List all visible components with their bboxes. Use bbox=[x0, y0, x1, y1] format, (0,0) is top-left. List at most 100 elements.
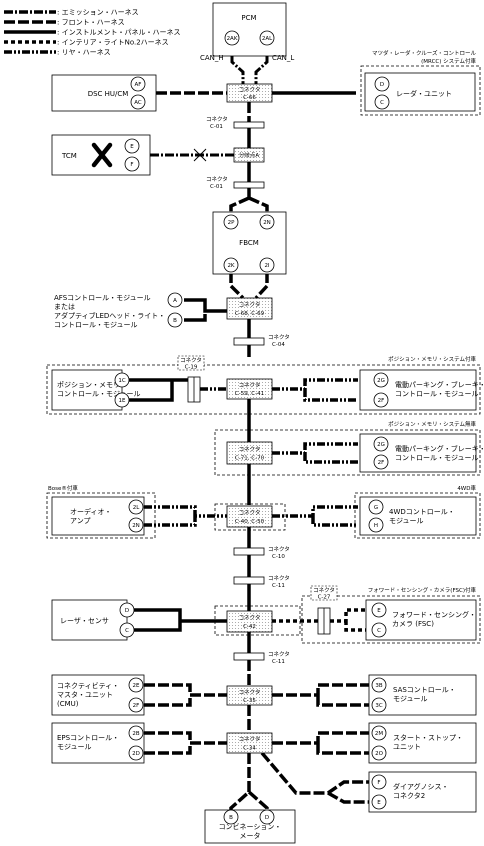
wire-c34-diag bbox=[260, 751, 369, 804]
radar-pin-d-label: D bbox=[380, 82, 384, 88]
c27-bottom: C-27 bbox=[318, 595, 331, 601]
inline-connector-c04: コネクタ C-04 bbox=[233, 333, 290, 348]
legend-label-emission: : エミッション・ハーネス bbox=[57, 9, 139, 17]
wire-posmem-c19b bbox=[122, 380, 174, 402]
tcm-pin-f bbox=[124, 156, 140, 172]
bose-option-frame bbox=[46, 492, 156, 539]
legend-label-instrument: : インストルメント・パネル・ハーネス bbox=[57, 29, 180, 37]
afs-pin-a-label: A bbox=[173, 298, 177, 304]
joint-c35-bottom: C-35 bbox=[243, 698, 256, 704]
can-l-label: CAN_L bbox=[272, 54, 294, 62]
pos-mem-pin-1e-label: 1E bbox=[119, 398, 126, 404]
eps-pin-2d-label: 2D bbox=[132, 751, 140, 757]
start-stop-line-1: スタート・ストップ・ bbox=[393, 733, 463, 742]
wire-c01-fbcm bbox=[229, 188, 269, 215]
combi-line-2: メータ bbox=[240, 831, 261, 840]
radar-caption-1: マツダ・レーダ・クルーズ・コントロール bbox=[372, 49, 477, 57]
pos-mem-pin-1c bbox=[114, 372, 130, 388]
fbcm-label: FBCM bbox=[239, 239, 259, 247]
c19-bottom: C-19 bbox=[185, 365, 198, 371]
inline-connector-c01-lower: コネクタ C-01 bbox=[206, 175, 265, 190]
afs-pin-b-label: B bbox=[173, 318, 177, 324]
joint-connector-c35: コネクタ C-35 bbox=[226, 685, 273, 706]
wire-audio-c40 bbox=[144, 505, 227, 527]
diagnosis-connector-module: ダイアグノシス・ コネクタ2 F E bbox=[368, 771, 477, 813]
tcm-pin-e-label: E bbox=[130, 144, 134, 150]
sas-pin-3b-label: 3B bbox=[375, 683, 382, 689]
cmu-line-1: コネクティビティ・ bbox=[57, 681, 119, 690]
fbcm-pin-2i-label: 2I bbox=[264, 263, 269, 269]
awd-option-frame bbox=[354, 492, 481, 539]
fsc-pin-c bbox=[371, 622, 387, 638]
fsc-option-frame bbox=[301, 595, 481, 644]
laser-pin-c-label: C bbox=[125, 628, 129, 634]
audio-line-2: アンプ bbox=[70, 517, 91, 525]
fsc-pin-c-label: C bbox=[377, 628, 381, 634]
awd-module: 4WDコントロール・ モジュール G H bbox=[359, 496, 477, 536]
audio-module: オーディオ・ アンプ 2L 2N bbox=[51, 496, 145, 536]
sas-line-1: SASコントロール・ bbox=[393, 686, 456, 694]
start-stop-pin-2o bbox=[371, 745, 387, 761]
joint-connector-c42: コネクタ C-42 bbox=[226, 610, 273, 633]
cmu-line-2: マスタ・ユニット bbox=[57, 690, 113, 699]
sas-pin-3c-label: 3C bbox=[375, 703, 382, 709]
joint-connector-c59: コネクタ C-59, C-41 bbox=[226, 378, 273, 400]
epb2-line-2: コントロール・モジュール bbox=[395, 454, 479, 462]
cmu-pin-2f bbox=[128, 697, 144, 713]
joint-c34-bottom: C-34 bbox=[243, 746, 256, 752]
joint-c68-bottom: C-68, C-69 bbox=[235, 311, 265, 317]
c11a-bottom: C-11 bbox=[272, 583, 285, 589]
epb2-pin-2g-label: 2G bbox=[377, 442, 385, 448]
legend-label-rear: : リヤ・ハーネス bbox=[57, 49, 111, 57]
sas-module: SASコントロール・ モジュール 3B 3C bbox=[368, 674, 477, 716]
joint-c59-top: コネクタ bbox=[239, 381, 261, 389]
joint-branch-a: 分岐点A bbox=[233, 147, 265, 163]
diag-line-1: ダイアグノシス・ bbox=[393, 782, 449, 791]
diag-pin-f-label: F bbox=[377, 780, 380, 786]
joint-connector-c40: コネクタ C-40, C-50 bbox=[226, 505, 273, 528]
audio-pin-2n bbox=[128, 517, 144, 533]
sas-pin-3c bbox=[371, 697, 387, 713]
wire-pcm-canl bbox=[254, 41, 269, 84]
fbcm-module: FBCM 2P 2N 2K 2I bbox=[212, 211, 287, 275]
epb1-module: 電動パーキング・ブレーキ・ コントロール・モジュール 2G 2F bbox=[359, 369, 484, 411]
cmu-pin-2f-label: 2F bbox=[133, 703, 140, 709]
eps-pin-2b-label: 2B bbox=[132, 731, 139, 737]
combi-pin-b bbox=[223, 809, 239, 825]
epb1-pin-2f bbox=[373, 392, 389, 408]
epb1-pin-2g bbox=[373, 372, 389, 388]
joint-c71-top: コネクタ bbox=[239, 445, 261, 453]
fbcm-pin-2n-label: 2N bbox=[263, 220, 271, 226]
eps-pin-2d bbox=[128, 745, 144, 761]
eps-pin-2b bbox=[128, 725, 144, 741]
c10-top: コネクタ bbox=[268, 545, 290, 553]
epb2-pin-2f-label: 2F bbox=[378, 460, 385, 466]
fbcm-pin-2p-label: 2P bbox=[228, 220, 235, 226]
eps-line-2: モジュール bbox=[57, 743, 92, 751]
laser-pin-c bbox=[119, 622, 135, 638]
radar-pin-d bbox=[374, 76, 390, 92]
c01a-bottom: C-01 bbox=[210, 124, 223, 130]
cmu-pin-2e bbox=[128, 677, 144, 693]
start-stop-pin-2m bbox=[371, 725, 387, 741]
pos-mem-line-2: コントロール・モジュール bbox=[57, 390, 141, 398]
epb1-pin-2f-label: 2F bbox=[378, 398, 385, 404]
laser-pin-d-label: D bbox=[125, 608, 129, 614]
joint-connector-c68: コネクタ C-68, C-69 bbox=[226, 297, 273, 320]
awd-line-2: モジュール bbox=[389, 517, 424, 525]
inline-connector-c19: コネクタ C-19 bbox=[177, 355, 205, 403]
afs-line-1: AFSコントロール・モジュール bbox=[54, 294, 151, 302]
fsc-pin-e bbox=[371, 602, 387, 618]
tcm-module: TCM E F bbox=[51, 134, 151, 176]
pcm-pin-2al bbox=[259, 30, 275, 46]
inline-connector-c11-upper: コネクタ C-11 bbox=[233, 574, 290, 589]
start-stop-pin-2m-label: 2M bbox=[375, 731, 383, 737]
diag-pin-e-label: E bbox=[377, 800, 381, 806]
joint-connector-c34: コネクタ C-34 bbox=[226, 732, 273, 754]
c42-option-frame bbox=[214, 605, 301, 636]
fsc-pin-e-label: E bbox=[377, 608, 381, 614]
radar-pin-c-label: C bbox=[380, 100, 384, 106]
legend-label-front: : フロント・ハーネス bbox=[57, 19, 125, 27]
